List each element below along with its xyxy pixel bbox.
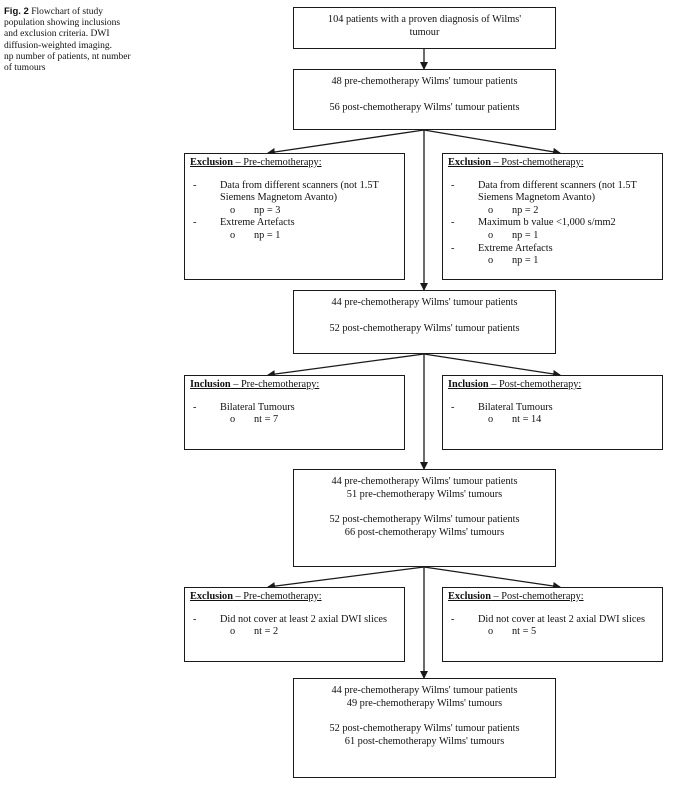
list-item: -Did not cover at least 2 axial DWI slic… <box>193 613 387 625</box>
step3-line: 66 post-chemotherapy Wilms' tumours <box>344 526 505 538</box>
final-line: 44 pre-chemotherapy Wilms' tumour patien… <box>331 685 518 696</box>
arrow-step2-to-incl-post <box>423 353 561 378</box>
arrow-step3-to-excl2-post <box>423 566 561 590</box>
step3-line: 51 pre-chemotherapy Wilms' tumours <box>346 488 503 500</box>
caption-line: population showing inclusions <box>4 18 121 29</box>
list-item: -Extreme Artefacts <box>193 217 295 229</box>
inclusion-post-header: Inclusion – Post-chemotherapy: <box>448 379 582 390</box>
list-item: -Did not cover at least 2 axial DWI slic… <box>451 613 645 625</box>
exclusion1-pre-box: Exclusion – Pre-chemotherapy: -Data from… <box>184 153 405 280</box>
exclusion1-post-header: Exclusion – Post-chemotherapy: <box>448 157 584 168</box>
final-line: 61 post-chemotherapy Wilms' tumours <box>344 735 505 747</box>
step3-box: 44 pre-chemotherapy Wilms' tumour patien… <box>293 469 556 567</box>
figure-label: Fig. 2 <box>4 6 29 17</box>
step2-box: 44 pre-chemotherapy Wilms' tumour patien… <box>293 290 556 354</box>
arrow-step3-to-excl2-pre <box>267 566 425 591</box>
caption-line: np number of patients, nt number <box>4 51 131 62</box>
list-item: -Data from different scanners (not 1.5T … <box>451 179 637 204</box>
step2-post: 52 post-chemotherapy Wilms' tumour patie… <box>329 322 520 334</box>
final-line: 49 pre-chemotherapy Wilms' tumours <box>346 697 503 709</box>
step2-pre: 44 pre-chemotherapy Wilms' tumour patien… <box>331 297 518 308</box>
list-item: -Bilateral Tumours <box>451 401 553 413</box>
start-line: 104 patients with a proven diagnosis of … <box>327 14 522 25</box>
caption-line: of tumours <box>4 63 46 74</box>
final-box: 44 pre-chemotherapy Wilms' tumour patien… <box>293 678 556 778</box>
exclusion2-pre-box: Exclusion – Pre-chemotherapy: -Did not c… <box>184 587 405 662</box>
list-item: -Data from different scanners (not 1.5T … <box>193 179 379 204</box>
exclusion1-post-box: Exclusion – Post-chemotherapy: -Data fro… <box>442 153 663 280</box>
caption-line: Flowchart of study <box>31 7 103 17</box>
exclusion2-post-box: Exclusion – Post-chemotherapy: -Did not … <box>442 587 663 662</box>
list-item: -Extreme Artefacts <box>451 242 553 254</box>
arrow-step1-to-excl1-pre <box>267 129 425 156</box>
inclusion-pre-header: Inclusion – Pre-chemotherapy: <box>190 379 320 390</box>
step1-post: 56 post-chemotherapy Wilms' tumour patie… <box>329 101 520 113</box>
exclusion2-post-header: Exclusion – Post-chemotherapy: <box>448 591 584 602</box>
start-box: 104 patients with a proven diagnosis of … <box>293 7 556 49</box>
arrow-step2-to-incl-pre <box>267 353 425 379</box>
caption-line: diffusion-weighted imaging. <box>4 40 113 51</box>
step3-line: 44 pre-chemotherapy Wilms' tumour patien… <box>331 476 518 487</box>
step1-box: 48 pre-chemotherapy Wilms' tumour patien… <box>293 69 556 130</box>
step3-line: 52 post-chemotherapy Wilms' tumour patie… <box>329 514 520 526</box>
list-item: -Maximum b value <1,000 s/mm2 <box>451 217 616 229</box>
final-line: 52 post-chemotherapy Wilms' tumour patie… <box>329 723 520 735</box>
exclusion1-pre-header: Exclusion – Pre-chemotherapy: <box>190 157 322 168</box>
arrow-step1-to-excl1-post <box>423 129 561 156</box>
figure-caption: Fig. 2 Flowchart of study population sho… <box>4 6 162 74</box>
step1-pre: 48 pre-chemotherapy Wilms' tumour patien… <box>331 76 518 87</box>
inclusion-pre-box: Inclusion – Pre-chemotherapy: -Bilateral… <box>184 375 405 450</box>
inclusion-post-box: Inclusion – Post-chemotherapy: -Bilatera… <box>442 375 663 450</box>
start-line: tumour <box>409 26 440 38</box>
list-item: -Bilateral Tumours <box>193 401 295 413</box>
caption-line: and exclusion criteria. DWI <box>4 29 110 40</box>
exclusion2-pre-header: Exclusion – Pre-chemotherapy: <box>190 591 322 602</box>
